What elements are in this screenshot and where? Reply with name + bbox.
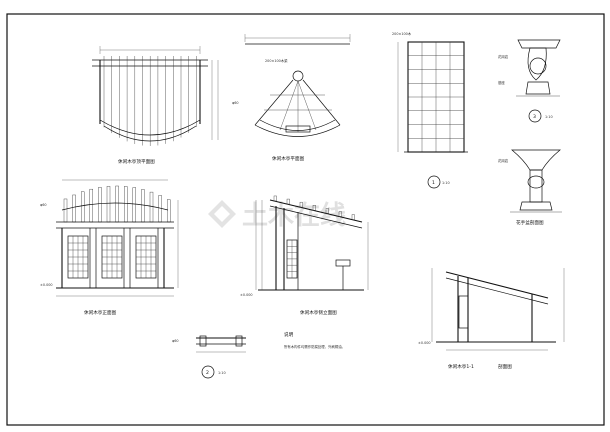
detail2-callout [201, 365, 215, 379]
svg-text:1:10: 1:10 [218, 371, 226, 375]
watermark: 土木在线 [208, 200, 346, 231]
section-label: 休闲木亭1-1 [448, 363, 474, 370]
section-sublabel: 剖面图 [498, 363, 512, 370]
beam-detail-view: φ60 2 1:10 [172, 335, 246, 379]
sheet-border [6, 13, 605, 426]
notes-text: 所有木构件均需作防腐处理，外刷桐油。 [284, 344, 345, 349]
svg-text:φ60: φ60 [232, 101, 239, 105]
svg-text:200×100木梁: 200×100木梁 [265, 58, 288, 63]
svg-text:±0.000: ±0.000 [40, 283, 53, 287]
svg-text:±0.000: ±0.000 [240, 293, 253, 297]
notes-title: 说明 [284, 331, 294, 338]
svg-text:1:10: 1:10 [545, 115, 553, 119]
svg-text:2: 2 [206, 370, 209, 376]
svg-text:200×100木: 200×100木 [392, 31, 412, 36]
svg-text:1:10: 1:10 [442, 181, 450, 185]
svg-text:1: 1 [432, 180, 435, 186]
floor-plan-view: 200×100木梁 φ60 休闲木亭平面图 [232, 34, 351, 162]
svg-text:花岗岩: 花岗岩 [498, 158, 509, 163]
svg-text:花岗岩: 花岗岩 [498, 54, 509, 59]
section-1-1-view: ±0.000 休闲木亭1-1 剖面图 [418, 268, 565, 370]
front-elev-label: 休闲木亭正面图 [84, 309, 117, 316]
side-elevation-view: ±0.000 休闲木亭侧立面图 [240, 195, 369, 316]
lattice-callout [427, 175, 441, 189]
pedestal-callout [528, 109, 542, 123]
pedestal-detail-view: 花岗岩 基座 3 1:10 [498, 39, 561, 123]
floor-plan-label: 休闲木亭平面图 [272, 155, 305, 162]
svg-text:φ60: φ60 [172, 339, 179, 343]
side-elev-label: 休闲木亭侧立面图 [300, 309, 337, 316]
front-elevation-view: φ60 ±0.000 休闲木亭正面图 [40, 179, 179, 316]
lattice-panel-view: 200×100木 1 1:10 [392, 31, 468, 189]
roof-plan-label: 休闲木亭顶平面图 [118, 158, 155, 165]
svg-text:±0.000: ±0.000 [418, 341, 431, 345]
notes-block: 说明 所有木构件均需作防腐处理，外刷桐油。 [284, 331, 345, 349]
svg-text:基座: 基座 [498, 80, 505, 85]
basin-label: 花手盆剖面图 [516, 219, 544, 226]
roof-plan-view: 休闲木亭顶平面图 [92, 46, 219, 165]
basin-section-view: 花岗岩 花手盆剖面图 [498, 149, 562, 226]
svg-text:3: 3 [533, 114, 536, 120]
svg-text:φ60: φ60 [40, 203, 47, 207]
